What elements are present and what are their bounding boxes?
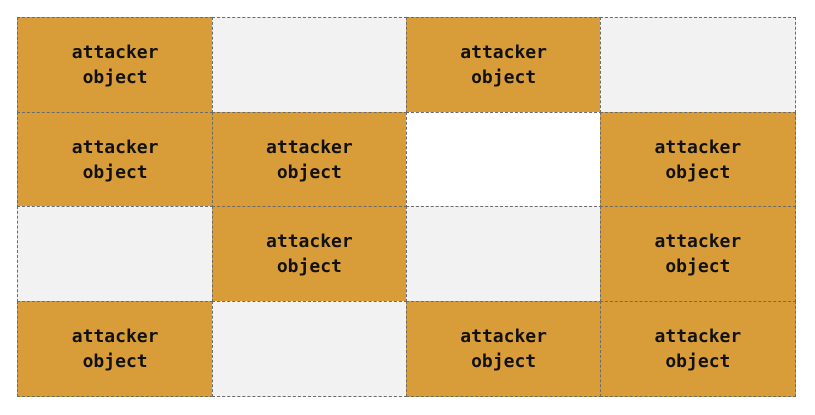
grid-cell: attacker object — [211, 206, 408, 303]
cell-label: attacker object — [654, 231, 742, 278]
grid-cell: attacker object — [211, 111, 408, 208]
grid-cell: attacker object — [17, 300, 213, 397]
grid-cell — [211, 300, 408, 397]
memory-grid: attacker object attacker object attacker… — [17, 17, 796, 397]
grid-cell — [405, 111, 602, 208]
cell-label: attacker object — [71, 136, 159, 183]
grid-cell: attacker object — [600, 111, 796, 208]
grid-cell: attacker object — [600, 206, 796, 303]
grid-cell: attacker object — [17, 111, 213, 208]
cell-label: attacker object — [460, 325, 547, 372]
cell-label: attacker object — [654, 136, 742, 183]
cell-label: attacker object — [266, 136, 353, 183]
grid-cell: attacker object — [600, 300, 796, 397]
cell-label: attacker object — [654, 325, 742, 372]
cell-label: attacker object — [71, 42, 159, 89]
grid-cell — [211, 17, 408, 114]
cell-label: attacker object — [266, 231, 353, 278]
grid-cell: attacker object — [17, 17, 213, 114]
grid-cell: attacker object — [405, 300, 602, 397]
grid-cell: attacker object — [405, 17, 602, 114]
cell-label: attacker object — [71, 325, 159, 372]
cell-label: attacker object — [460, 42, 547, 89]
grid-cell — [405, 206, 602, 303]
grid-cell — [600, 17, 796, 114]
grid-cell — [17, 206, 213, 303]
